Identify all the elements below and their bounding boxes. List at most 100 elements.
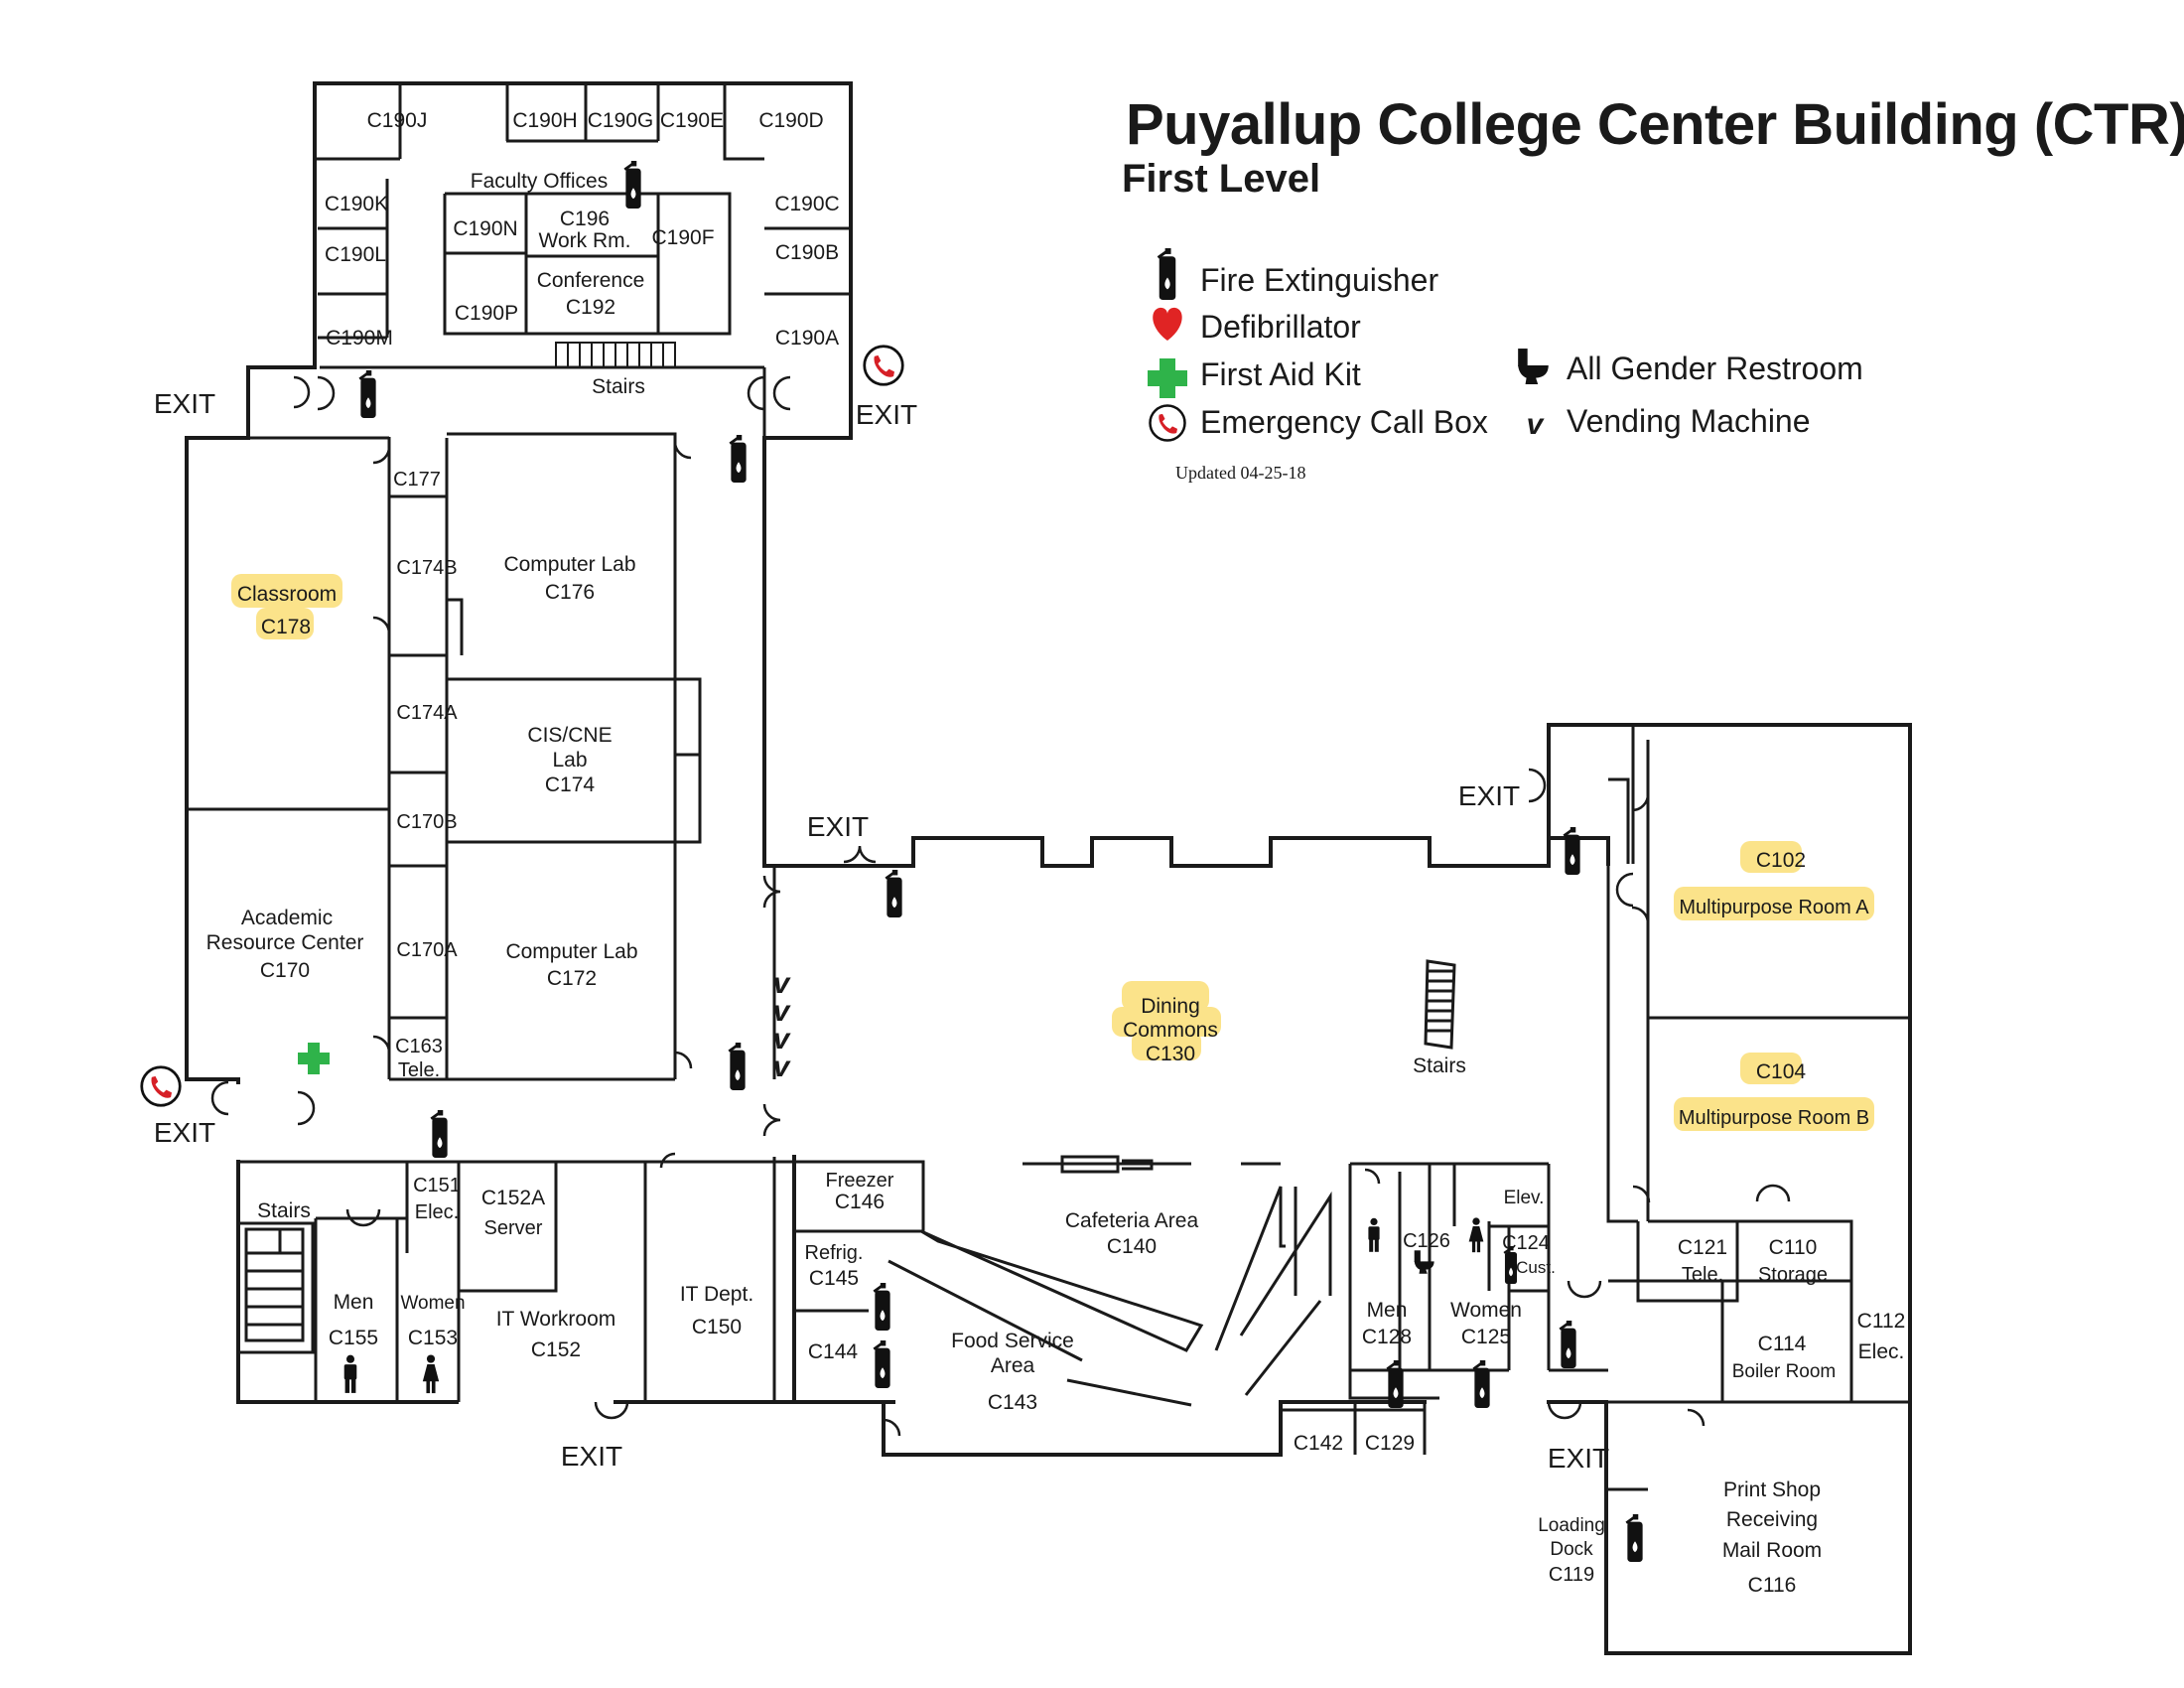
- exit-label-south: EXIT: [561, 1441, 622, 1472]
- room-c124-cust: Cust.: [1516, 1258, 1556, 1277]
- room-c190p: C190P: [455, 302, 518, 325]
- room-men-c155: Men: [334, 1291, 374, 1314]
- room-food-service: Food Service: [951, 1330, 1074, 1352]
- room-receiving: Receiving: [1726, 1508, 1818, 1531]
- room-c140: C140: [1107, 1235, 1157, 1258]
- room-c192: C192: [566, 296, 615, 319]
- room-c153: C153: [408, 1327, 458, 1349]
- label-stairs-mid: Stairs: [1413, 1055, 1466, 1077]
- room-c163-tele: Tele.: [398, 1059, 440, 1081]
- legend-all-gender-restroom: All Gender Restroom: [1567, 351, 1863, 386]
- room-freezer: Freezer: [826, 1170, 894, 1192]
- room-c119: C119: [1549, 1564, 1594, 1586]
- vending-machine-icon: v: [773, 1023, 792, 1055]
- room-c151: C151: [413, 1175, 461, 1196]
- room-c152: C152: [531, 1338, 581, 1361]
- stairs-mid-graphic: [1424, 959, 1456, 1050]
- room-c152a: C152A: [481, 1187, 545, 1209]
- exit-label-mid: EXIT: [807, 811, 869, 842]
- room-cafeteria: Cafeteria Area: [1065, 1209, 1199, 1232]
- room-c126: C126: [1403, 1230, 1450, 1252]
- exit-labels: EXIT EXIT EXIT EXIT EXIT EXIT EXIT: [154, 388, 1609, 1474]
- fire-extinguisher-icon: [884, 870, 904, 917]
- room-c190h: C190H: [512, 109, 577, 132]
- highlight-backgrounds: [231, 574, 1874, 1131]
- all-gender-restroom-icon: [1518, 349, 1549, 384]
- room-resource-center: Resource Center: [206, 931, 364, 954]
- legend-first-aid-kit: First Aid Kit: [1200, 356, 1361, 392]
- all-gender-restroom-icon: [1414, 1250, 1434, 1274]
- women-restroom-icon: [422, 1354, 440, 1394]
- room-computer-lab-c176: Computer Lab: [503, 553, 635, 576]
- room-mail-room: Mail Room: [1722, 1539, 1822, 1562]
- room-c177: C177: [393, 469, 441, 491]
- room-refrig: Refrig.: [805, 1242, 864, 1264]
- fire-extinguisher-icon: [622, 161, 643, 209]
- legend-vending-machine: Vending Machine: [1567, 403, 1811, 439]
- room-c121-tele: Tele.: [1682, 1264, 1723, 1286]
- room-conference: Conference: [537, 269, 645, 292]
- room-men-c128: Men: [1367, 1299, 1408, 1322]
- room-c128: C128: [1362, 1326, 1412, 1348]
- room-c104: C104: [1756, 1060, 1807, 1083]
- room-academic: Academic: [241, 907, 333, 929]
- room-c190c: C190C: [774, 193, 839, 215]
- room-dining: Dining: [1141, 995, 1200, 1018]
- vending-machine-icon: v: [773, 967, 792, 1000]
- room-c142: C142: [1294, 1432, 1343, 1455]
- room-c110-storage: Storage: [1758, 1264, 1828, 1286]
- fire-extinguisher-icon: [728, 435, 749, 483]
- room-c170a: C170A: [396, 939, 458, 961]
- room-c114: C114: [1758, 1333, 1807, 1355]
- exit-label-ne: EXIT: [856, 399, 917, 430]
- room-c174a: C174A: [396, 702, 458, 724]
- fire-extinguisher-icon: [727, 1043, 748, 1090]
- emergency-call-box-icon: [1149, 404, 1186, 442]
- exit-label-west: EXIT: [154, 1117, 215, 1148]
- room-c190n: C190N: [453, 217, 517, 240]
- room-c190l: C190L: [325, 243, 386, 266]
- room-elev: Elev.: [1504, 1188, 1545, 1208]
- room-c130: C130: [1146, 1043, 1195, 1065]
- room-c190b: C190B: [775, 241, 839, 264]
- label-stairs-left: Stairs: [257, 1199, 311, 1222]
- room-faculty-offices: Faculty Offices: [471, 170, 609, 193]
- room-multipurpose-b: Multipurpose Room B: [1679, 1107, 1869, 1129]
- room-c174: C174: [545, 774, 596, 796]
- room-c170: C170: [260, 959, 310, 982]
- room-c150: C150: [692, 1316, 742, 1338]
- fire-extinguisher-icon: [1562, 827, 1582, 875]
- room-cis-lab: Lab: [552, 749, 587, 772]
- room-c146: C146: [835, 1191, 885, 1213]
- room-classroom: Classroom: [237, 583, 337, 606]
- vending-machine-icon: v: [773, 1051, 792, 1083]
- restroom-icons: [343, 1217, 1484, 1394]
- vending-machine-icon: v: [1527, 408, 1546, 441]
- room-dock: Dock: [1550, 1539, 1593, 1560]
- room-c174b: C174B: [396, 557, 457, 579]
- room-labels: C190J C190H C190G C190E C190D Faculty Of…: [206, 109, 1906, 1597]
- room-print-shop: Print Shop: [1723, 1478, 1821, 1501]
- room-c102: C102: [1756, 849, 1806, 872]
- men-restroom-icon: [1368, 1217, 1380, 1252]
- room-women-c153: Women: [400, 1293, 465, 1314]
- vending-machine-icon: v: [773, 995, 792, 1028]
- stairs-left-graphic: [244, 1227, 305, 1342]
- room-c110: C110: [1769, 1236, 1818, 1259]
- emergency-call-box-icon: [863, 345, 904, 386]
- defibrillator-icon: [1153, 307, 1182, 341]
- room-c163: C163: [395, 1036, 443, 1057]
- room-c152a-server: Server: [484, 1217, 543, 1239]
- room-c125: C125: [1461, 1326, 1511, 1348]
- stairs-top-graphic: [555, 342, 676, 368]
- room-c176: C176: [545, 581, 595, 604]
- fire-extinguisher-icon: [1624, 1514, 1645, 1562]
- room-food-area: Area: [991, 1354, 1035, 1377]
- women-restroom-icon: [1468, 1217, 1484, 1253]
- room-c196-work-rm: Work Rm.: [539, 229, 631, 252]
- room-c190a: C190A: [775, 327, 839, 350]
- room-c190k: C190K: [325, 193, 388, 215]
- room-c151-elec: Elec.: [415, 1201, 459, 1223]
